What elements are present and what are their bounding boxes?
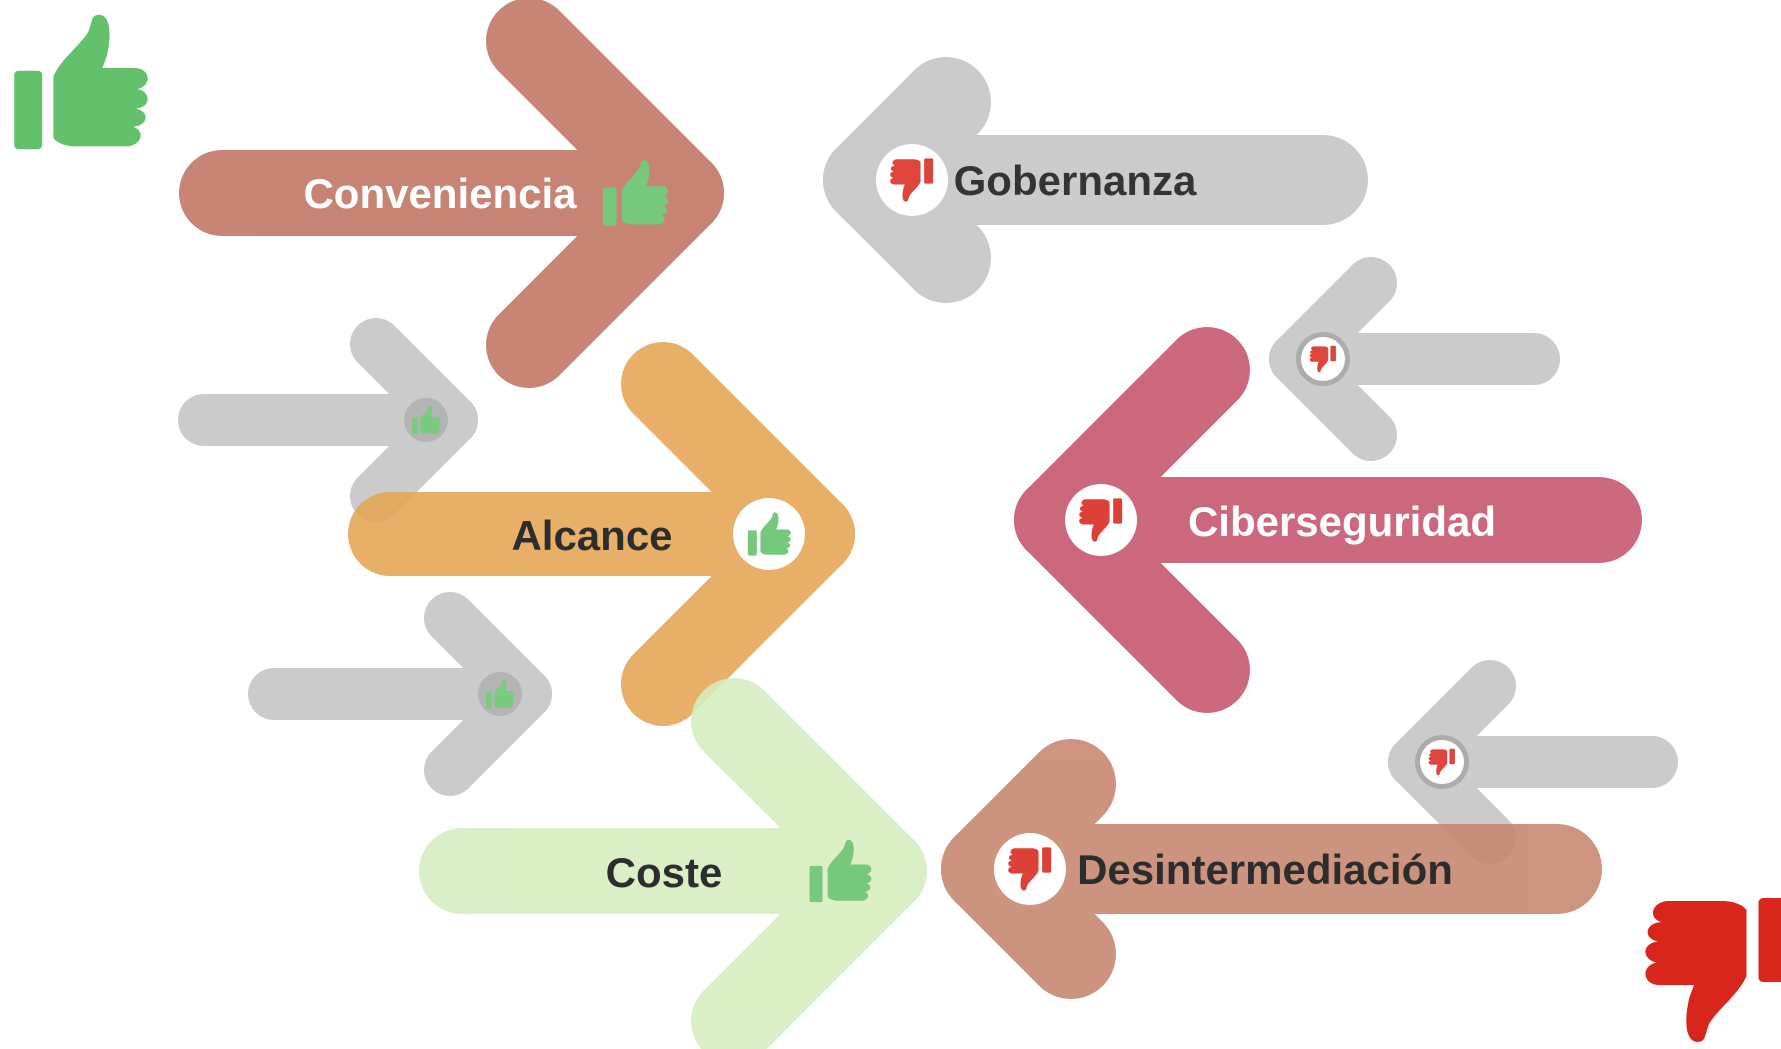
badge-thumbs-down: [1415, 735, 1469, 789]
arrow-label-conveniencia: Conveniencia: [303, 170, 577, 217]
arrow-label-coste: Coste: [606, 849, 723, 896]
arrow-label-gobernanza: Gobernanza: [954, 157, 1197, 204]
arrow-label-ciberseguridad: Ciberseguridad: [1188, 498, 1496, 545]
thumbs-down-icon-legend: [1645, 898, 1781, 1042]
arrow-conveniencia: Conveniencia: [179, 0, 724, 388]
arrow-ciberseguridad: Ciberseguridad: [1014, 327, 1642, 713]
badge-thumbs-down: [989, 828, 1071, 910]
arrow-desintermediacion: Desintermediación: [941, 739, 1602, 999]
arrow-gobernanza: Gobernanza: [823, 57, 1368, 303]
arrow-label-alcance: Alcance: [511, 512, 672, 559]
badge-thumbs-up: [728, 493, 810, 575]
arrow-label-desintermediacion: Desintermediación: [1077, 846, 1453, 893]
arrow-coste: Coste: [419, 678, 927, 1049]
badge-thumbs-down: [1296, 332, 1350, 386]
thumbs-up-icon-legend: [14, 14, 148, 150]
arrow-minor-1: [178, 318, 478, 522]
arrow-minor-4: [1388, 660, 1678, 864]
arrow-alcance: Alcance: [348, 342, 855, 726]
arrow-minor-2: [248, 592, 552, 796]
arrow-minor-3: [1269, 257, 1560, 461]
badge-thumbs-down: [871, 139, 953, 221]
badge-thumbs-down: [1060, 479, 1142, 561]
